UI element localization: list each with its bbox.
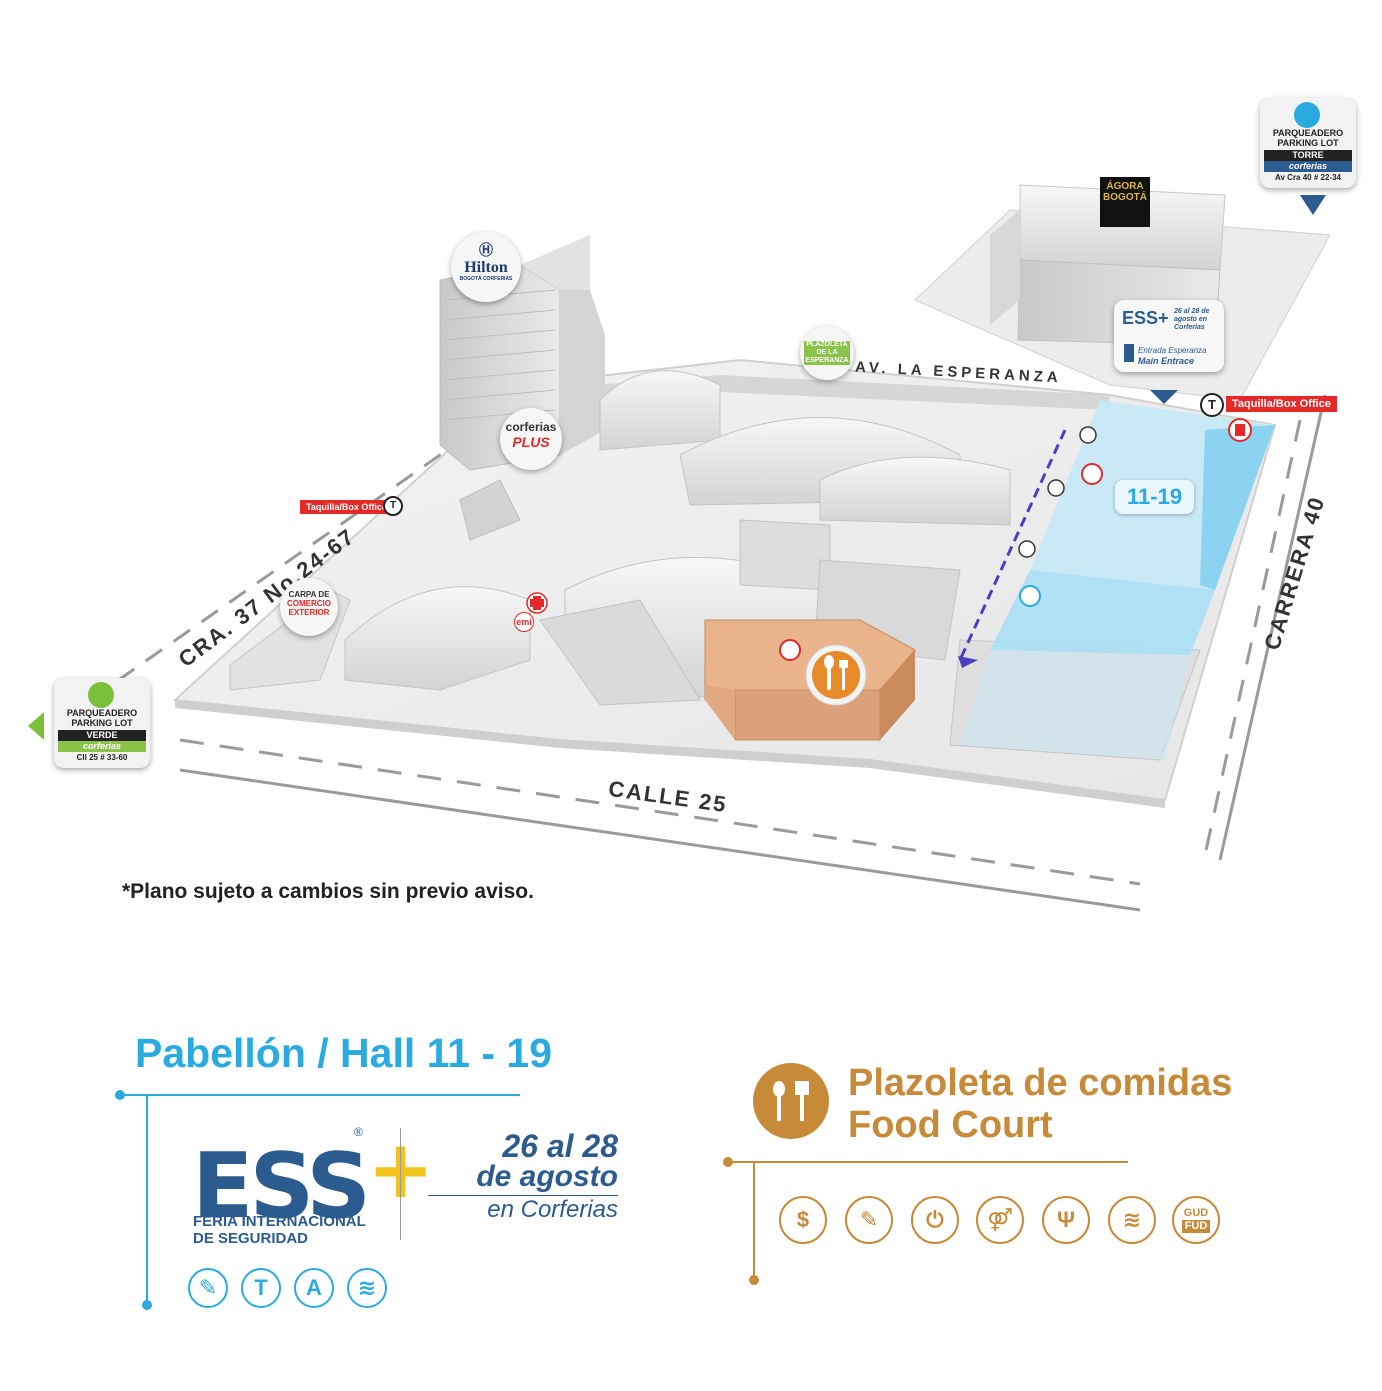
door-icon [1124, 344, 1134, 362]
parking-line2: PARKING LOT [1277, 138, 1339, 148]
hilton-logo: Ⓗ Hilton BOGOTÁ CORFERIAS [451, 232, 521, 302]
wifi-icon: ≋ [1108, 1196, 1156, 1244]
hilton-sub: BOGOTÁ CORFERIAS [459, 276, 513, 282]
parking-address: Cll 25 # 33-60 [76, 753, 128, 762]
hilton-h-icon: Ⓗ [479, 242, 493, 258]
parking-brand: corferias [1264, 161, 1352, 172]
a-icon: A [294, 1268, 334, 1308]
hall-legend-title: Pabellón / Hall 11 - 19 [135, 1030, 553, 1076]
cutlery-icon: Ψ [1042, 1196, 1090, 1244]
pencil-icon: ✎ [845, 1196, 893, 1244]
plazoleta-name: PLAZOLETA DE LA ESPERANZA [804, 341, 850, 365]
parking-address: Av Cra 40 # 22-34 [1275, 173, 1341, 182]
hilton-name: Hilton [464, 259, 508, 276]
corferias-name: corferias [505, 420, 557, 434]
event-date-2: de agosto [476, 1160, 618, 1193]
disclaimer-note: *Plano sujeto a cambios sin previo aviso… [122, 880, 534, 903]
wifi-icon [779, 639, 801, 661]
agora-logo: ÁGORA BOGOTÁ [1100, 177, 1150, 227]
gudfud-line1: GUD [1183, 1207, 1209, 1219]
ess-registered-mark: ® [354, 1125, 363, 1139]
entrance-line1: Entrada Esperanza [1138, 346, 1207, 355]
hall-11-19-label: 11-19 [1115, 480, 1195, 514]
entrance-line2: Main Entrace [1138, 356, 1195, 366]
ess-subtitle-1: FERIA INTERNACIONAL [193, 1213, 366, 1230]
parking-lot-verde: PARQUEADERO PARKING LOT VERDE corferias … [54, 678, 150, 768]
event-date-1: 26 al 28 [502, 1128, 618, 1164]
carpa-line3: EXTERIOR [288, 608, 330, 617]
food-court-title-1: Plazoleta de comidas [848, 1062, 1233, 1104]
walking-route [958, 429, 1067, 661]
restroom-icon [1018, 540, 1036, 558]
hall-11-19-area [960, 400, 1275, 760]
parking-lot-torre: PARQUEADERO PARKING LOT TORRE corferias … [1260, 98, 1356, 188]
parking-line2: PARKING LOT [71, 718, 133, 728]
event-dates: 26 al 28 de agosto en Corferias [428, 1130, 618, 1224]
main-entrance-badge: ESS+ 26 al 28 de agosto en Corferias Ent… [1114, 300, 1224, 372]
ess-subtitle-2: DE SEGURIDAD [193, 1230, 309, 1247]
restroom-icon [1079, 426, 1097, 444]
ess-logo-text: ESS [192, 1134, 371, 1239]
pencil-icon: ✎ [188, 1268, 228, 1308]
food-court-title-2: Food Court [848, 1104, 1053, 1146]
parking-color: TORRE [1264, 150, 1352, 161]
gudfud-icon: GUD FUD [1172, 1196, 1220, 1244]
entrance-ess-logo: ESS+ [1122, 308, 1169, 328]
agora-name: ÁGORA [1106, 181, 1144, 192]
box-office-label-east: Taquilla/Box Office [1226, 396, 1337, 412]
event-date-3: en Corferias [428, 1195, 618, 1224]
parking-icon [1294, 102, 1320, 128]
wifi-icon [1019, 585, 1041, 607]
emi-logo: emi [514, 612, 534, 632]
ess-subtitle: FERIA INTERNACIONAL DE SEGURIDAD [193, 1213, 366, 1247]
parking-brand: corferias [58, 741, 146, 752]
legend-divider [400, 1128, 401, 1240]
t-icon: T [241, 1268, 281, 1308]
plazoleta-esperanza-logo: PLAZOLETA DE LA ESPERANZA [800, 326, 854, 380]
box-office-t-icon: T [1200, 393, 1224, 417]
restroom-icon: ⚤ [976, 1196, 1024, 1244]
parking-color: VERDE [58, 730, 146, 741]
wifi-icon [1081, 463, 1103, 485]
dollar-icon: $ [779, 1196, 827, 1244]
parking-line1: PARQUEADERO [1272, 128, 1344, 138]
corferias-plus-logo: corferias PLUS [500, 408, 562, 470]
wifi-icon: ≋ [347, 1268, 387, 1308]
food-court-icon [753, 1063, 829, 1139]
carpa-line2: COMERCIO [287, 599, 331, 608]
agora-city: BOGOTÁ [1103, 192, 1147, 203]
plus-name: PLUS [512, 434, 550, 450]
carpa-comercio-exterior-logo: CARPA DE COMERCIO EXTERIOR [280, 578, 338, 636]
ess-plus-icon: + [367, 1123, 434, 1216]
parking-icon [88, 682, 114, 708]
gudfud-line2: FUD [1182, 1220, 1210, 1233]
carpa-line1: CARPA DE [288, 590, 330, 599]
hall-legend-bracket [115, 1090, 520, 1310]
food-court-title: Plazoleta de comidas Food Court [848, 1062, 1232, 1146]
entrance-dates: 26 al 28 de agosto en Corferias [1174, 308, 1210, 331]
plug-icon: ⏻ [911, 1196, 959, 1244]
food-legend-bracket [723, 1157, 1128, 1285]
box-office-t-icon: T [383, 496, 403, 516]
restroom-icon [1047, 479, 1065, 497]
parking-line1: PARQUEADERO [66, 708, 138, 718]
box-office-label-west: Taquilla/Box Office [300, 500, 393, 514]
